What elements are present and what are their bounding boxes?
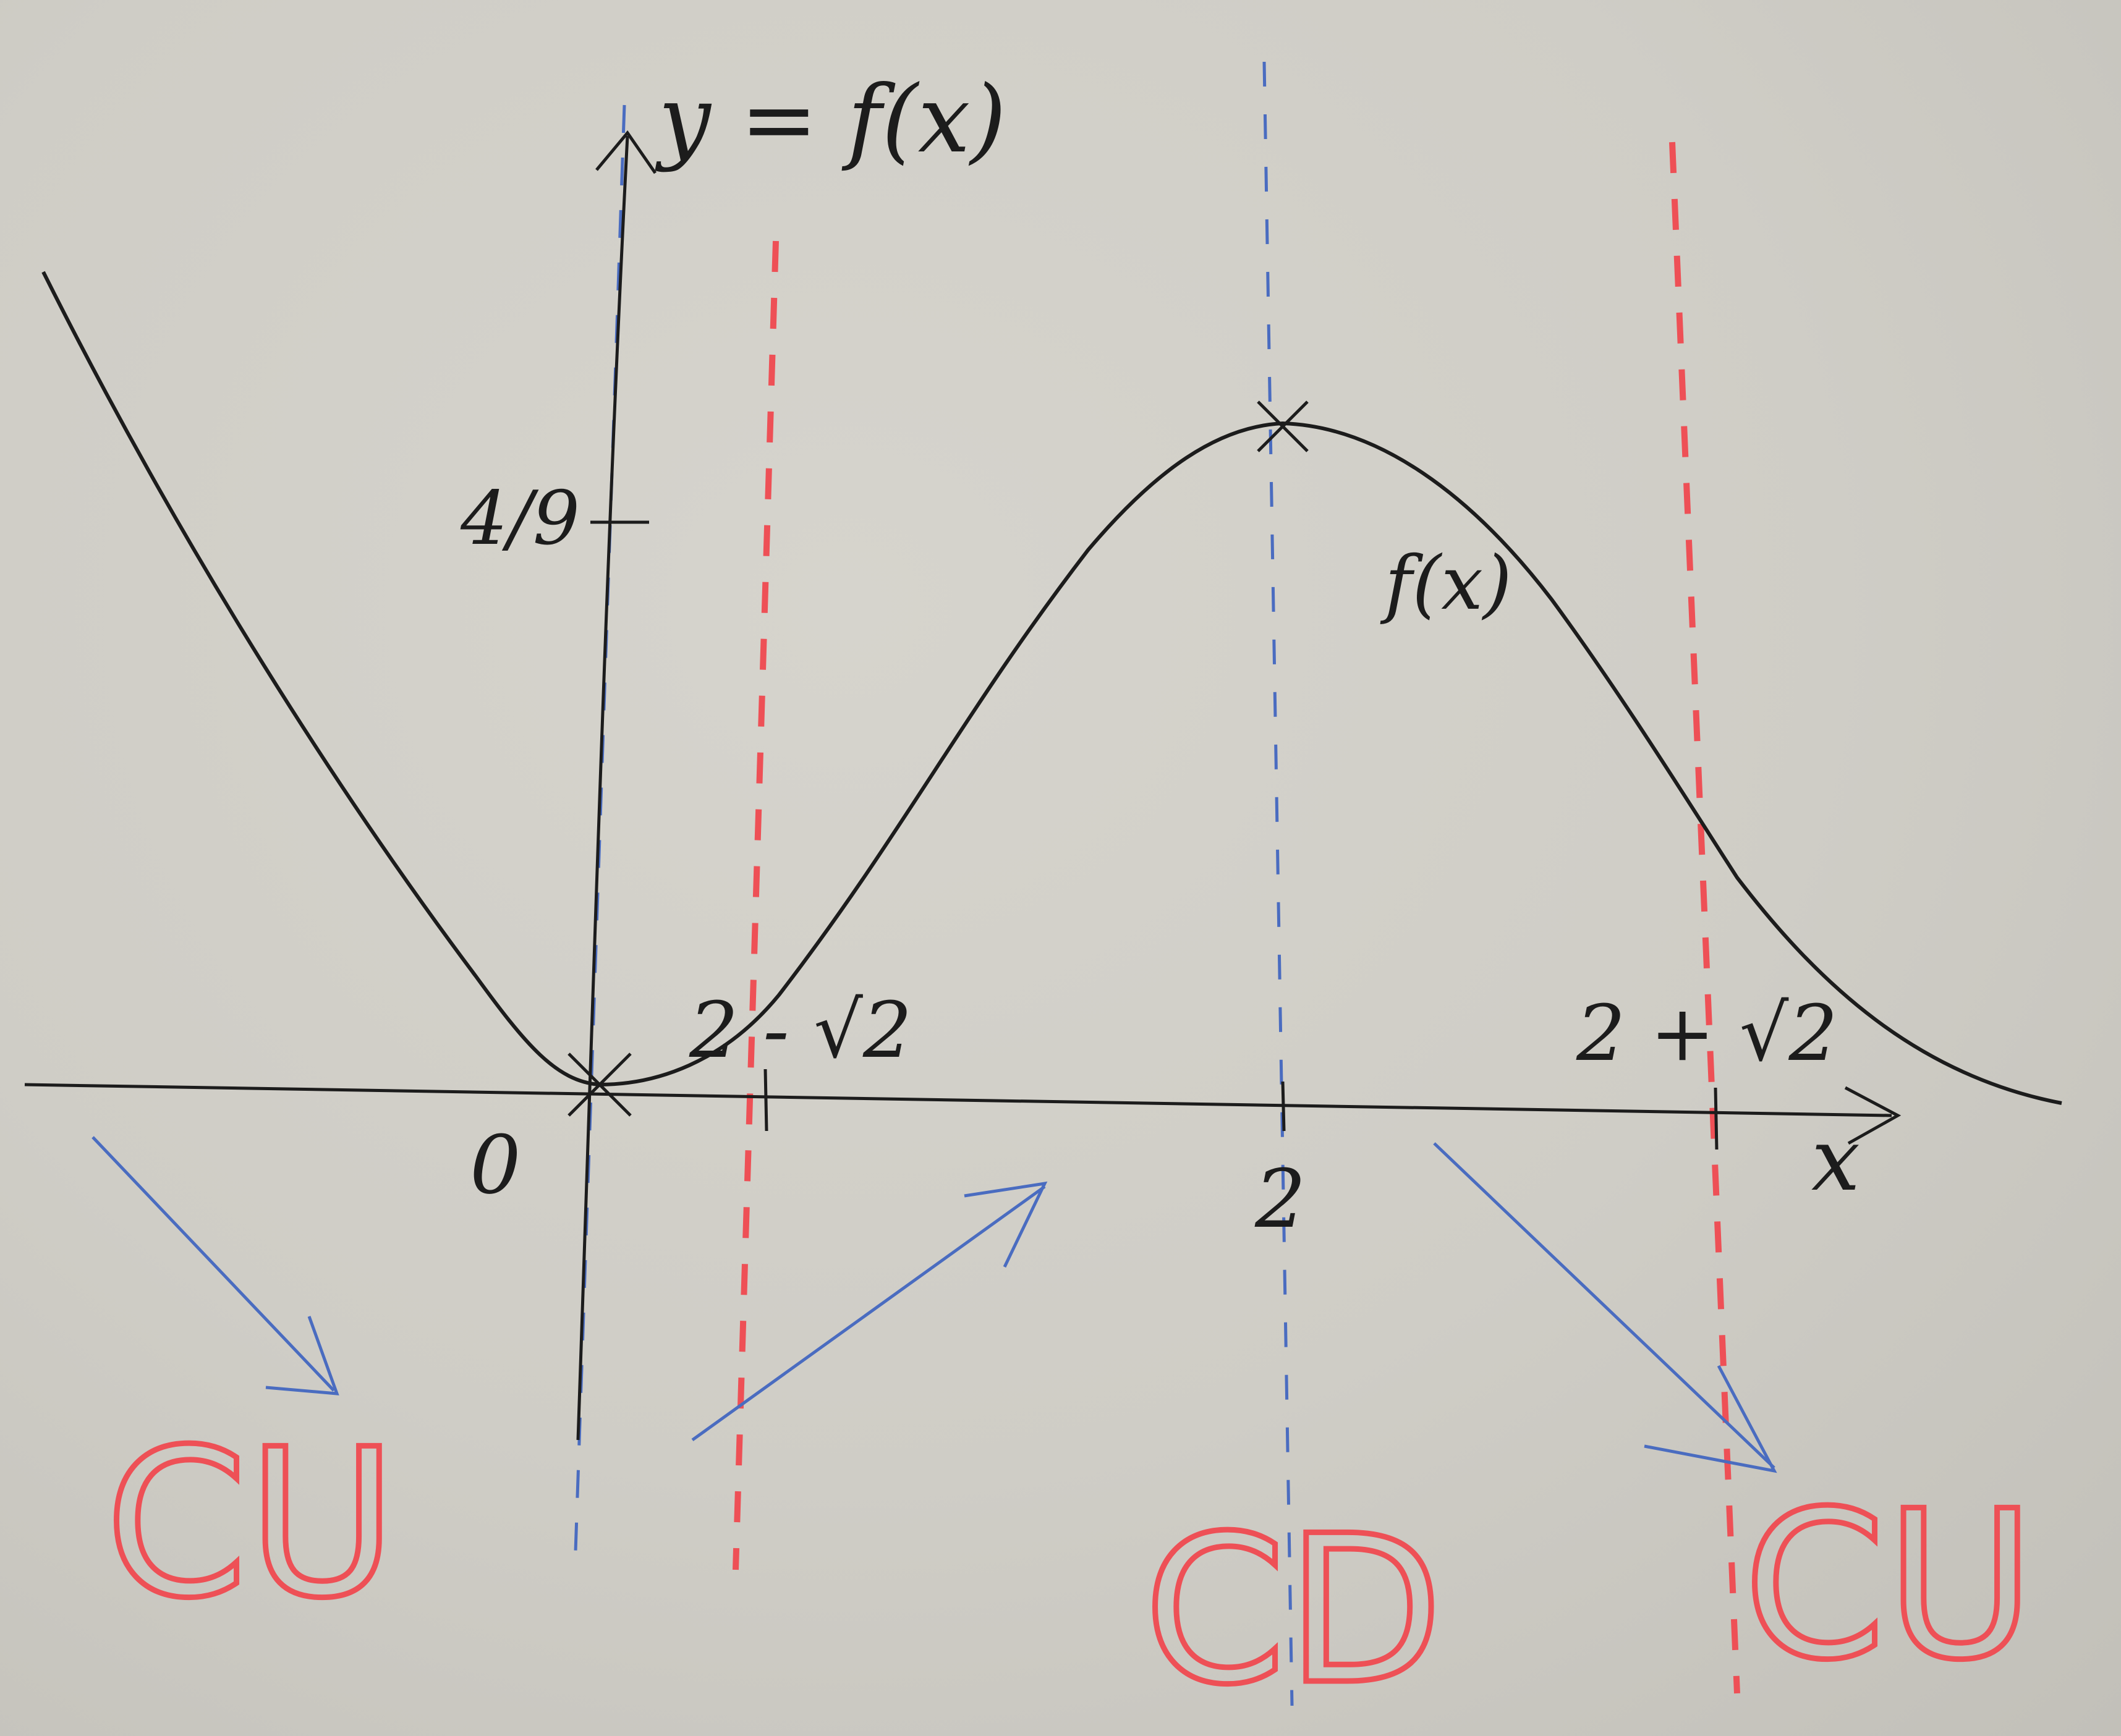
concavity-label-middle: CD xyxy=(1144,1492,1443,1729)
decreasing-arrow-left xyxy=(91,1136,339,1395)
y-axis-label: y = f(x) xyxy=(655,66,1006,174)
increasing-arrow-middle xyxy=(691,1181,1048,1442)
x-axis-label: x xyxy=(1811,1110,1860,1211)
maximum-x-mark xyxy=(1257,400,1309,452)
curve-label: f(x) xyxy=(1380,541,1512,627)
y-tick-label: 4/9 xyxy=(460,476,580,562)
concavity-label-left: CU xyxy=(105,1405,397,1643)
x-tick-2-minus-root2 xyxy=(763,1069,768,1132)
x-tick-2-plus-root2 xyxy=(1714,1087,1719,1150)
origin-x-mark xyxy=(567,1052,632,1117)
origin-label: 0 xyxy=(470,1118,521,1212)
x-axis xyxy=(24,1083,1892,1117)
red-dashed-line-left xyxy=(733,240,779,1570)
x-axis-arrowhead xyxy=(1844,1086,1902,1145)
y-axis xyxy=(576,135,629,1441)
concavity-label-right: CU xyxy=(1743,1467,2035,1704)
x-tick-2 xyxy=(1281,1081,1286,1132)
x-tick-label-2-plus-root2: 2 + √2 xyxy=(1576,989,1838,1078)
function-curve xyxy=(41,271,2062,1105)
decreasing-arrow-right xyxy=(1433,1142,1777,1473)
y-axis-arrowhead xyxy=(595,130,657,174)
blue-dashed-line-x2 xyxy=(1262,61,1294,1706)
x-tick-label-2-minus-root2: 2 - √2 xyxy=(689,986,912,1075)
x-tick-label-2: 2 xyxy=(1254,1152,1306,1246)
